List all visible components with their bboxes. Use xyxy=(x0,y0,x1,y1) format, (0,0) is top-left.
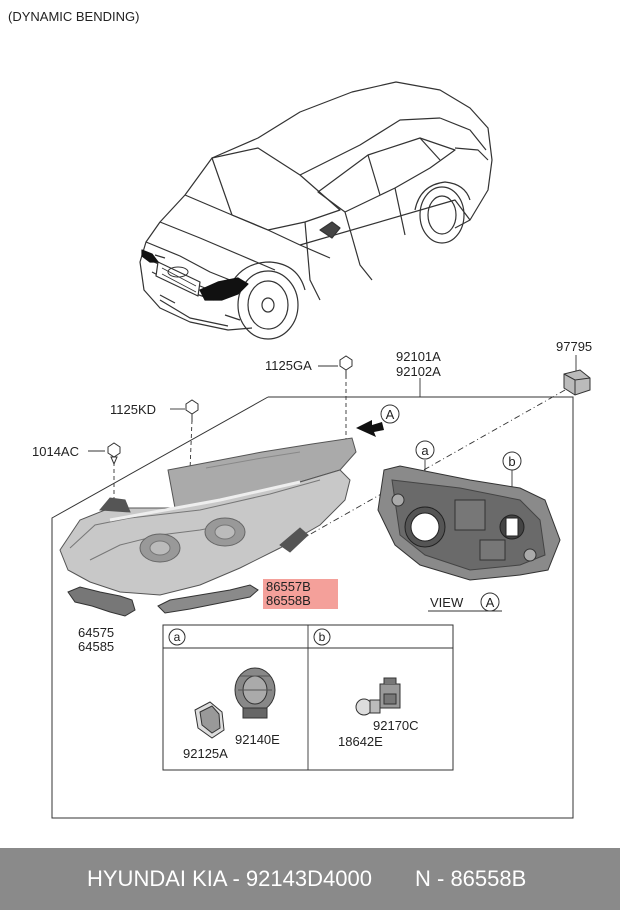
label-1125GA: 1125GA xyxy=(265,358,312,373)
view-a-lamp-rear xyxy=(377,465,561,581)
label-92125A: 92125A xyxy=(183,746,228,761)
callout-b-label: b xyxy=(508,454,515,469)
assembly-frame xyxy=(51,396,574,819)
screw-1014AC-icon xyxy=(107,442,121,466)
label-86557B: 86557B xyxy=(266,579,311,594)
label-86558B: 86558B xyxy=(266,593,311,608)
callout-a-view: a xyxy=(415,440,435,460)
callout-b-view: b xyxy=(502,451,522,471)
callout-a-label: a xyxy=(421,443,429,458)
view-marker-label: A xyxy=(486,595,495,610)
label-64575: 64575 xyxy=(78,625,114,640)
callout-b-detail: b xyxy=(313,628,331,646)
cap-92125A-icon xyxy=(194,701,225,739)
socket-92170C-icon xyxy=(379,677,401,709)
label-92140E: 92140E xyxy=(235,732,280,747)
callout-a-detail: a xyxy=(168,628,186,646)
footer-bar: HYUNDAI KIA - 92143D4000 N - 86558B xyxy=(0,848,620,910)
label-1014AC: 1014AC xyxy=(32,444,79,459)
label-1125KD: 1125KD xyxy=(110,402,156,417)
bolt-1125KD-icon xyxy=(185,399,199,422)
callout-a-detail-label: a xyxy=(174,630,181,644)
car-illustration xyxy=(139,81,493,340)
label-92102A: 92102A xyxy=(396,364,441,379)
bolt-1125GA-icon xyxy=(339,355,353,378)
label-64585: 64585 xyxy=(78,639,114,654)
footer-ref: N - 86558B xyxy=(415,866,527,891)
detail-box xyxy=(162,624,454,771)
footer-brand-part: HYUNDAI KIA - 92143D4000 xyxy=(87,866,372,891)
label-92170C: 92170C xyxy=(373,718,419,733)
arrow-marker-label: A xyxy=(386,407,395,422)
bracket-86557B-icon xyxy=(157,584,259,614)
part-highlight xyxy=(263,579,338,609)
label-97795: 97795 xyxy=(556,339,592,354)
label-92101A: 92101A xyxy=(396,349,441,364)
diagram-title: (DYNAMIC BENDING) xyxy=(8,9,139,24)
callout-b-detail-label: b xyxy=(319,630,326,644)
bulb-18642E-icon xyxy=(355,698,381,716)
parts-diagram: (DYNAMIC BENDING) xyxy=(8,9,592,819)
view-label: VIEW xyxy=(430,595,464,610)
module-97795-icon xyxy=(563,369,591,396)
view-arrow-marker: A xyxy=(356,404,400,437)
label-18642E: 18642E xyxy=(338,734,383,749)
bulb-92140E-icon xyxy=(234,667,276,719)
view-marker: A xyxy=(480,592,500,612)
bracket-64575-icon xyxy=(67,586,136,617)
headlamp-assembly xyxy=(59,437,357,596)
